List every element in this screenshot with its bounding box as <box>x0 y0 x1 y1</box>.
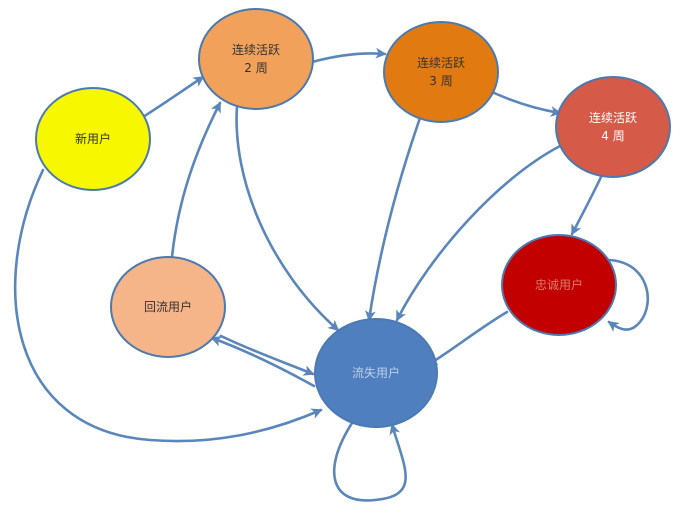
node-label-lost-user: 流失用户 <box>352 365 400 380</box>
arrow-active-2w-to-lost-user <box>235 104 340 332</box>
arrow-active-4w-to-lost-user <box>395 141 568 322</box>
arrow-active-3w-to-lost-user <box>364 116 422 322</box>
arrow-active-2w-to-active-3w <box>310 47 387 64</box>
node-label-active-4w-line-2: 4 周 <box>601 129 624 143</box>
node-loyal-user: 忠诚用户 <box>501 234 617 336</box>
node-label-active-2w-line-1: 连续活跃 <box>232 42 280 57</box>
node-shape-active-3w <box>383 21 499 123</box>
arrow-new-user-to-active-2w <box>141 75 205 119</box>
nodes-layer: 新用户连续活跃2 周连续活跃3 周连续活跃4 周忠诚用户回流用户流失用户 <box>35 8 671 428</box>
node-label-loyal-user: 忠诚用户 <box>535 277 583 292</box>
arrow-lost-user-to-return-user <box>210 336 316 388</box>
node-active-4w: 连续活跃 4 周 <box>555 76 671 178</box>
node-label-active-3w-line-2: 3 周 <box>429 74 452 88</box>
node-shape-new-user <box>35 87 151 191</box>
arrow-new-user-to-lost-user <box>13 168 323 443</box>
arrow-lost-user-to-lost-user <box>332 421 407 502</box>
arrow-active-3w-to-active-4w <box>490 90 562 117</box>
node-active-2w: 连续活跃 2 周 <box>198 8 314 110</box>
node-shape-active-4w <box>555 76 671 178</box>
node-new-user: 新用户 <box>35 87 151 191</box>
edges-layer <box>13 47 649 502</box>
arrow-return-user-to-active-2w <box>170 101 222 259</box>
node-label-active-3w-line-1: 连续活跃 <box>417 55 465 70</box>
arrow-loyal-user-to-lost-user <box>426 310 509 367</box>
node-label-new-user: 新用户 <box>75 131 111 146</box>
node-lost-user: 流失用户 <box>314 318 438 428</box>
node-active-3w: 连续活跃 3 周 <box>383 21 499 123</box>
node-shape-lost-user <box>314 318 438 428</box>
node-shape-active-2w <box>198 8 314 110</box>
node-shape-return-user <box>110 256 226 358</box>
arrow-return-user-to-lost-user <box>219 334 315 376</box>
node-label-active-2w-line-2: 2 周 <box>244 61 267 75</box>
node-return-user: 回流用户 <box>110 256 226 358</box>
node-label-active-4w-line-1: 连续活跃 <box>589 110 637 125</box>
arrow-active-4w-to-loyal-user <box>570 175 603 236</box>
arrow-loyal-user-to-loyal-user <box>607 258 649 332</box>
node-shape-loyal-user <box>501 234 617 336</box>
node-label-return-user: 回流用户 <box>144 299 192 314</box>
